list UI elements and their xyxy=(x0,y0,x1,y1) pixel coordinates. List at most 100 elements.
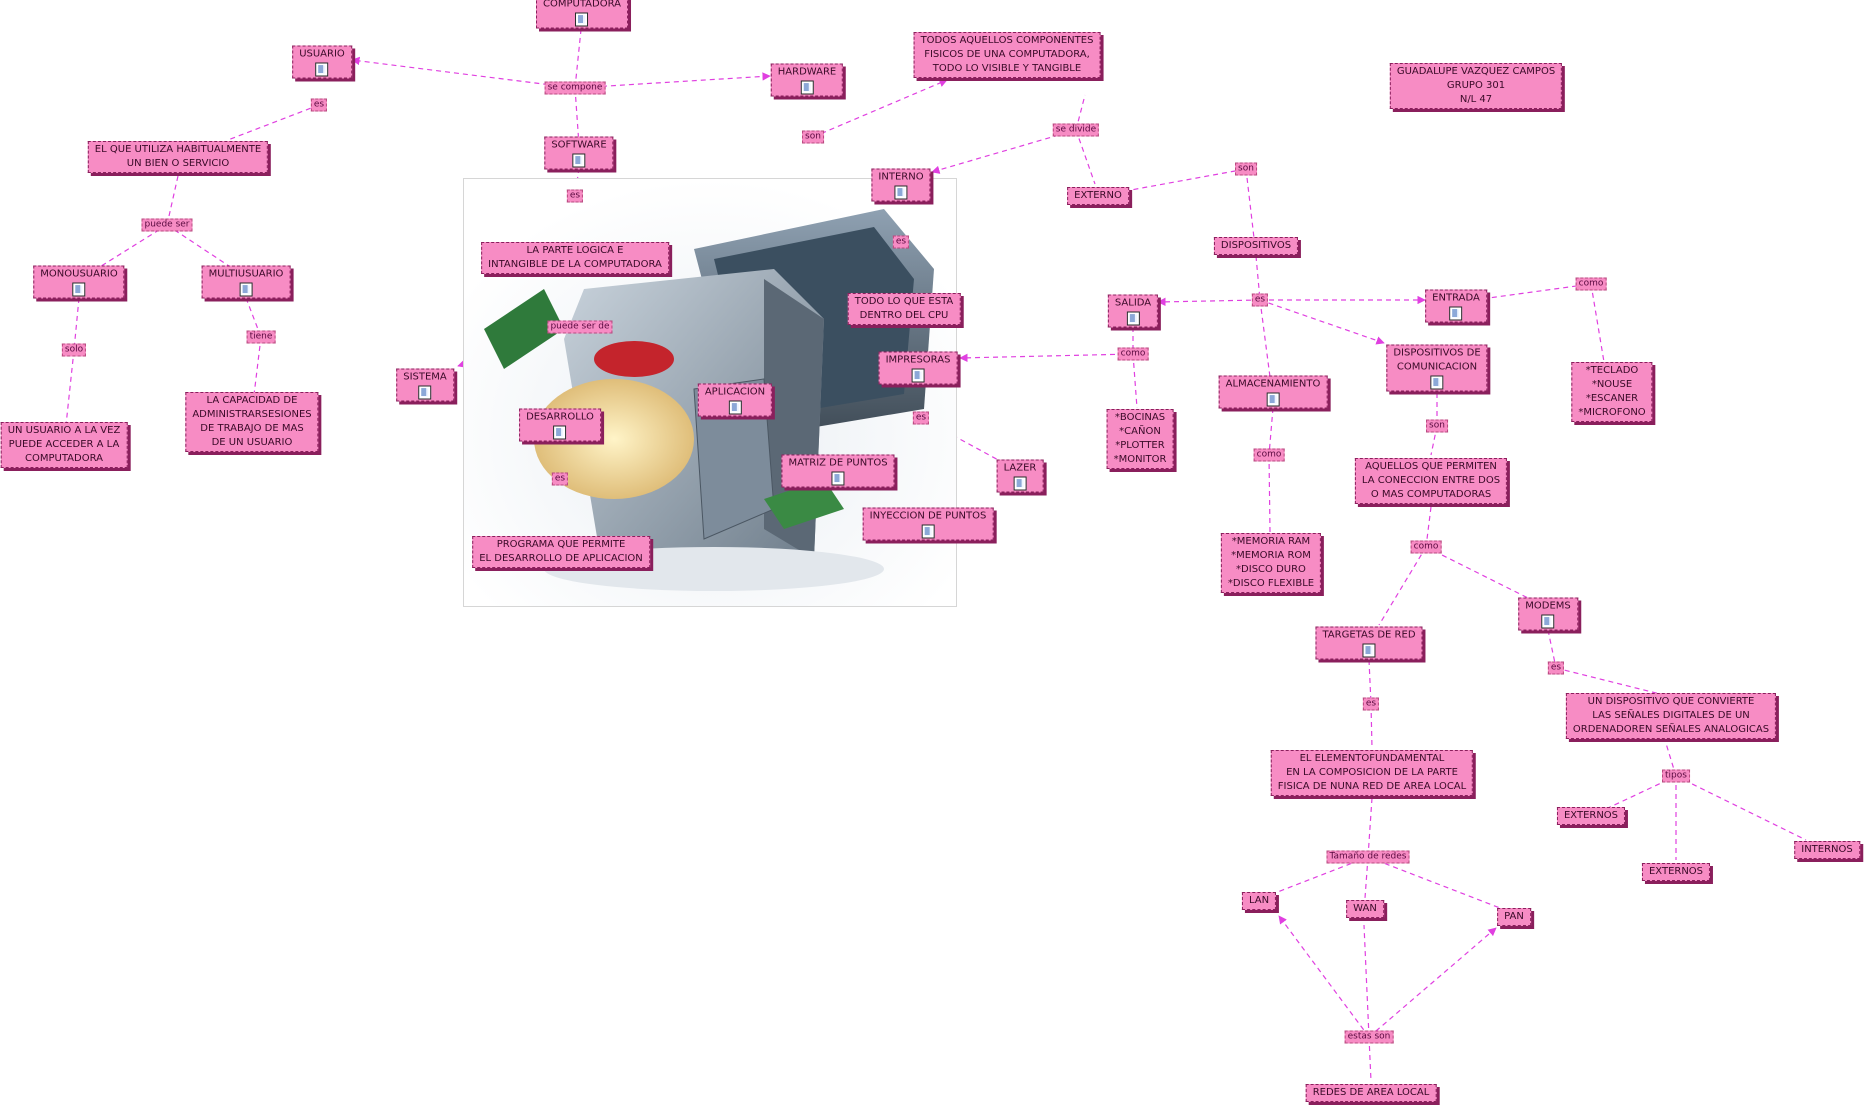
connector-line xyxy=(1547,629,1557,669)
concept-redes-de-area-local[interactable]: REDES DE AREA LOCAL xyxy=(1305,1084,1437,1102)
concept-label: *TECLADO *NOUSE *ESCANER *MICROFONO xyxy=(1578,365,1646,418)
concept-label: DISPOSITIVOS xyxy=(1220,240,1292,251)
link-es-dispositivos: es xyxy=(1251,293,1269,307)
concept-inyeccion-de-puntos[interactable]: INYECCION DE PUNTOS xyxy=(862,507,994,541)
concept-software-definition[interactable]: LA PARTE LOGICA E INTANGIBLE DE LA COMPU… xyxy=(481,242,669,274)
concept-salida-ejemplos[interactable]: *BOCINAS *CAÑON *PLOTTER *MONITOR xyxy=(1106,409,1174,469)
document-icon[interactable] xyxy=(1449,306,1463,321)
concept-tarjetas-de-red[interactable]: TARGETAS DE RED xyxy=(1315,626,1423,660)
concept-label: SALIDA xyxy=(1114,297,1152,309)
connector-line xyxy=(253,336,262,396)
concept-modems[interactable]: MODEMS xyxy=(1518,597,1578,631)
concept-multiusuario[interactable]: MULTIUSUARIO xyxy=(201,265,291,299)
concept-label: UN USUARIO A LA VEZ PUEDE ACCEDER A LA C… xyxy=(7,425,121,464)
concept-multiusuario-definition[interactable]: LA CAPACIDAD DE ADMINISTRARSESIONES DE T… xyxy=(185,392,319,452)
document-icon[interactable] xyxy=(315,62,329,77)
concept-desarrollo[interactable]: DESARROLLO xyxy=(519,408,601,442)
concept-computadora[interactable]: COMPUTADORA xyxy=(536,0,628,29)
document-icon[interactable] xyxy=(418,385,432,400)
concept-interno-definition[interactable]: TODO LO QUE ESTA DENTRO DEL CPU xyxy=(847,293,961,325)
connector-line xyxy=(1425,506,1432,548)
concept-almacenamiento[interactable]: ALMACENAMIENTO xyxy=(1218,375,1328,409)
concept-label: EXTERNOS xyxy=(1563,810,1619,821)
connector-line xyxy=(1278,915,1370,1038)
document-icon[interactable] xyxy=(1266,392,1280,407)
concept-label: HARDWARE xyxy=(777,66,837,78)
concept-pan[interactable]: PAN xyxy=(1497,908,1531,926)
concept-software[interactable]: SOFTWARE xyxy=(544,136,614,170)
concept-matriz-de-puntos[interactable]: MATRIZ DE PUNTOS xyxy=(781,454,895,488)
concept-label: INTERNO xyxy=(878,171,924,183)
concept-impresoras[interactable]: IMPRESORAS xyxy=(878,351,958,385)
connector-line xyxy=(1368,659,1372,705)
link-es-impresoras: es xyxy=(912,411,930,425)
link-son-externo: son xyxy=(1235,162,1257,176)
concept-modem-externos[interactable]: EXTERNOS xyxy=(1556,807,1626,825)
concept-monousuario-definition[interactable]: UN USUARIO A LA VEZ PUEDE ACCEDER A LA C… xyxy=(0,422,128,468)
connector-line xyxy=(227,104,320,141)
concept-almacenamiento-ejemplos[interactable]: *MEMORIA RAM *MEMORIA ROM *DISCO DURO *D… xyxy=(1220,533,1322,593)
document-icon[interactable] xyxy=(1430,375,1444,390)
document-icon[interactable] xyxy=(911,368,925,383)
concept-label: TODOS AQUELLOS COMPONENTES FISICOS DE UN… xyxy=(920,35,1094,74)
concept-hardware[interactable]: HARDWARE xyxy=(770,63,844,97)
concept-dispositivos[interactable]: DISPOSITIVOS xyxy=(1213,237,1299,255)
connector-line xyxy=(1367,797,1373,858)
link-tipos: tipos xyxy=(1662,769,1690,783)
document-icon[interactable] xyxy=(1541,614,1555,629)
connector-line xyxy=(1075,129,1096,185)
concept-salida[interactable]: SALIDA xyxy=(1107,294,1159,328)
document-icon[interactable] xyxy=(921,524,935,539)
concept-externo[interactable]: EXTERNO xyxy=(1067,187,1129,205)
document-icon[interactable] xyxy=(1126,311,1140,326)
concept-lan[interactable]: LAN xyxy=(1241,892,1277,910)
concept-comunicacion-definition[interactable]: AQUELLOS QUE PERMITEN LA CONECCION ENTRE… xyxy=(1354,458,1508,504)
concept-label: AQUELLOS QUE PERMITEN LA CONECCION ENTRE… xyxy=(1361,461,1501,500)
concept-tarjeta-definition[interactable]: EL ELEMENTOFUNDAMENTAL EN LA COMPOSICION… xyxy=(1270,750,1474,796)
concept-usuario[interactable]: USUARIO xyxy=(292,45,352,79)
connector-line xyxy=(1368,1036,1372,1082)
connector-line xyxy=(1675,775,1807,841)
document-icon[interactable] xyxy=(894,185,908,200)
link-solo: solo xyxy=(61,343,87,357)
document-icon[interactable] xyxy=(575,12,589,27)
document-icon[interactable] xyxy=(239,282,253,297)
concept-aplicacion[interactable]: APLICACION xyxy=(697,383,773,417)
document-icon[interactable] xyxy=(572,153,586,168)
document-icon[interactable] xyxy=(1362,643,1376,658)
concept-dispositivos-comunicacion[interactable]: DISPOSITIVOS DE COMUNICACION xyxy=(1386,344,1488,392)
concept-label: APLICACION xyxy=(704,386,766,398)
link-se-divide: se divide xyxy=(1052,123,1100,137)
document-icon[interactable] xyxy=(1013,476,1027,491)
document-icon[interactable] xyxy=(728,400,742,415)
concept-label: REDES DE AREA LOCAL xyxy=(1312,1087,1430,1098)
concept-monousuario[interactable]: MONOUSUARIO xyxy=(33,265,125,299)
document-icon[interactable] xyxy=(800,80,814,95)
author-info[interactable]: GUADALUPE VAZQUEZ CAMPOS GRUPO 301 N/L 4… xyxy=(1389,63,1563,109)
connector-line xyxy=(245,297,262,338)
document-icon[interactable] xyxy=(72,282,86,297)
concept-hardware-definition[interactable]: TODOS AQUELLOS COMPONENTES FISICOS DE UN… xyxy=(913,32,1101,78)
connector-line xyxy=(574,87,580,146)
concept-usuario-definition[interactable]: EL QUE UTILIZA HABITUALMENTE UN BIEN O S… xyxy=(87,141,269,173)
connector-line xyxy=(65,349,75,426)
connector-line xyxy=(1663,736,1677,777)
connector-line xyxy=(1367,856,1501,909)
concept-sistema[interactable]: SISTEMA xyxy=(396,368,454,402)
concept-lazer[interactable]: LAZER xyxy=(996,459,1044,493)
concept-wan[interactable]: WAN xyxy=(1346,900,1384,918)
concept-label: *BOCINAS *CAÑON *PLOTTER *MONITOR xyxy=(1113,412,1167,465)
link-es-modems: es xyxy=(1547,661,1565,675)
concept-modem-externos-2[interactable]: EXTERNOS xyxy=(1641,863,1711,881)
concept-entrada-ejemplos[interactable]: *TECLADO *NOUSE *ESCANER *MICROFONO xyxy=(1571,362,1653,422)
connector-line xyxy=(1259,299,1385,345)
document-icon[interactable] xyxy=(553,425,567,440)
concept-desarrollo-definition[interactable]: PROGRAMA QUE PERMITE EL DESARROLLO DE AP… xyxy=(472,536,650,568)
concept-label: INTERNOS xyxy=(1801,844,1853,855)
concept-modem-internos[interactable]: INTERNOS xyxy=(1794,841,1860,859)
document-icon[interactable] xyxy=(831,471,845,486)
concept-interno[interactable]: INTERNO xyxy=(871,168,931,202)
concept-entrada[interactable]: ENTRADA xyxy=(1425,289,1487,323)
link-como-salida: como xyxy=(1117,347,1149,361)
concept-modem-definition[interactable]: UN DISPOSITIVO QUE CONVIERTE LAS SEÑALES… xyxy=(1565,693,1777,739)
